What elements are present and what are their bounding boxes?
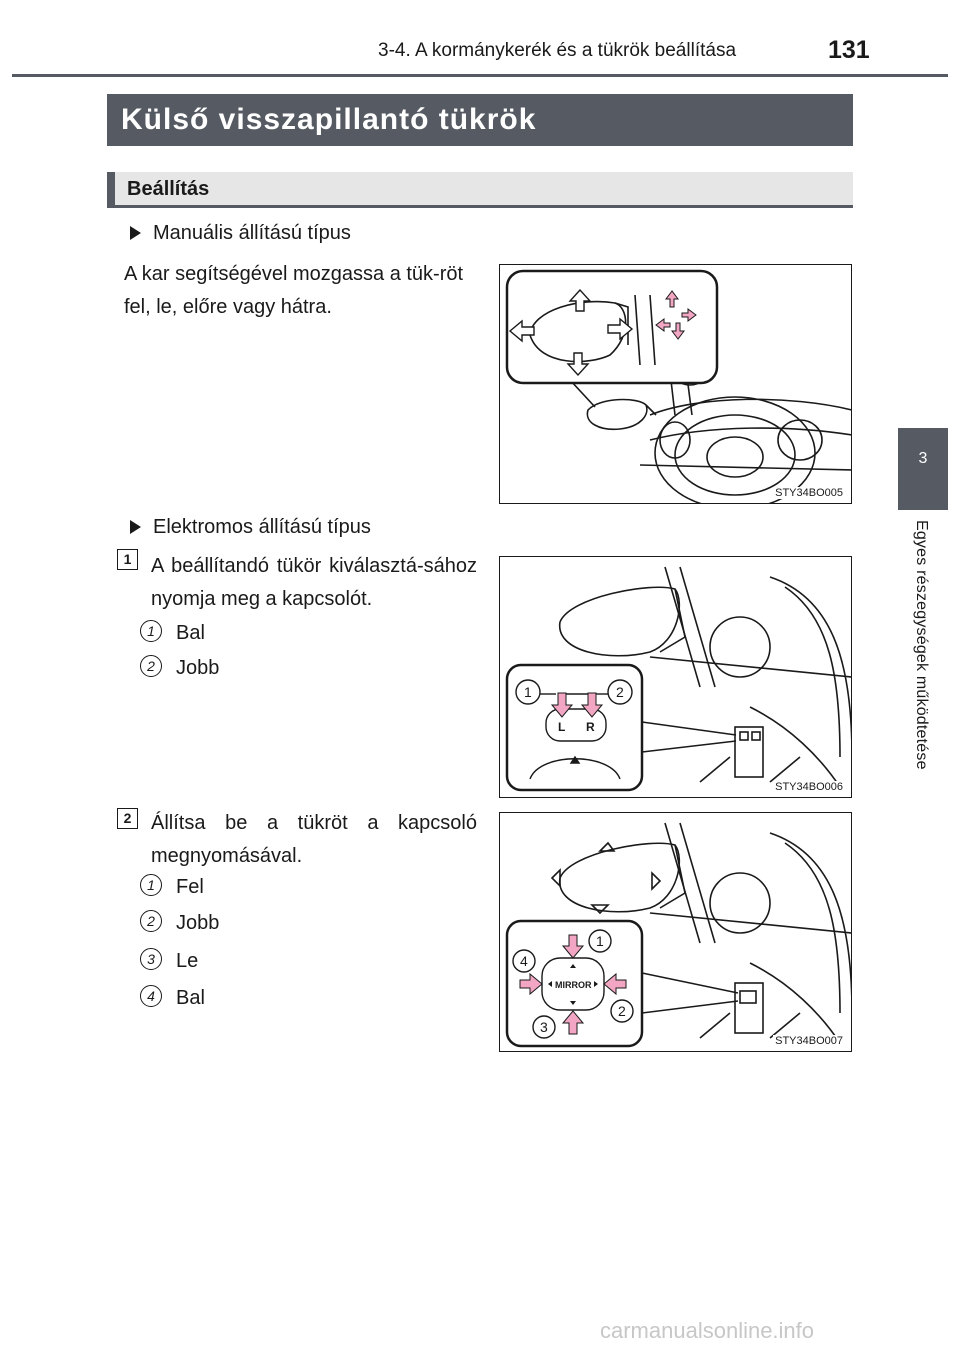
item-label: Jobb [176, 912, 220, 934]
item-label: Bal [176, 987, 205, 1009]
mirror-adjust-illustration: 1 4 2 3 MIRROR [505, 822, 851, 1048]
item-label: Le [176, 950, 199, 972]
switch-mirror-label: MIRROR [555, 980, 592, 990]
subtitle-bar: Beállítás [107, 172, 853, 208]
item-number-circle: 1 [140, 874, 162, 896]
page-title: Külső visszapillantó tükrök [107, 94, 853, 146]
manual-type-label: Manuális állítású típus [153, 222, 351, 244]
triangle-bullet-icon [130, 226, 141, 240]
switch-r-label: R [586, 720, 595, 734]
svg-text:2: 2 [616, 684, 624, 700]
item-number-circle: 3 [140, 948, 162, 970]
electric-type-heading: Elektromos állítású típus [130, 516, 371, 539]
step-number-box: 1 [117, 549, 138, 570]
figure-manual-mirror: STY34BO005 [499, 264, 852, 504]
svg-text:4: 4 [520, 953, 528, 969]
manual-type-heading: Manuális állítású típus [130, 222, 351, 245]
svg-text:1: 1 [596, 933, 604, 949]
chapter-number: 3 [918, 450, 928, 467]
step1-instruction: A beállítandó tükör kiválasztá-sához nyo… [151, 555, 477, 610]
manual-mirror-illustration [505, 269, 851, 503]
svg-text:2: 2 [618, 1003, 626, 1019]
figure-code: STY34BO007 [773, 1035, 845, 1047]
header-divider [12, 74, 948, 77]
page-number: 131 [828, 36, 870, 64]
subtitle-text: Beállítás [127, 178, 210, 200]
subtitle-accent [107, 172, 115, 205]
item-label: Jobb [176, 657, 220, 679]
chapter-tab: 3 [898, 428, 948, 510]
switch-l-label: L [558, 720, 565, 734]
item-number-circle: 4 [140, 985, 162, 1007]
item-label: Bal [176, 622, 205, 644]
item-label: Fel [176, 876, 204, 898]
item-number-circle: 1 [140, 620, 162, 642]
mirror-select-illustration: 1 2 L R [505, 566, 851, 792]
figure-code: STY34BO006 [773, 781, 845, 793]
electric-type-label: Elektromos állítású típus [153, 516, 371, 538]
svg-text:1: 1 [524, 684, 532, 700]
triangle-bullet-icon [130, 520, 141, 534]
chapter-title: Egyes részegységek működtetése [913, 520, 930, 770]
svg-text:3: 3 [540, 1019, 548, 1035]
manual-instruction: A kar segítségével mozgassa a tük-röt fe… [124, 263, 464, 318]
figure-mirror-select-switch: 1 2 L R STY34BO006 [499, 556, 852, 798]
step-number-box: 2 [117, 808, 138, 829]
watermark: carmanualsonline.info [600, 1318, 815, 1343]
figure-mirror-adjust-switch: 1 4 2 3 MIRROR STY34BO007 [499, 812, 852, 1052]
running-header-title: 3-4. A kormánykerék és a tükrök beállítá… [378, 40, 737, 61]
step2-instruction: Állítsa be a tükröt a kapcsoló megnyomás… [151, 812, 477, 867]
item-number-circle: 2 [140, 655, 162, 677]
item-number-circle: 2 [140, 910, 162, 932]
figure-code: STY34BO005 [773, 487, 845, 499]
